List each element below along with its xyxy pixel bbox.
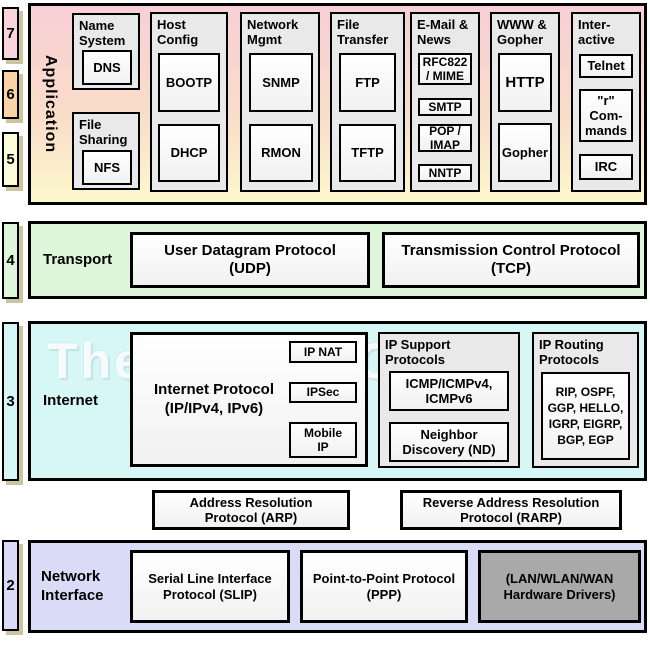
protocol-pop-imap: POP / IMAP [418,124,472,152]
group-ip-support-protocols: IP Support Protocols ICMP/ICMPv4, ICMPv6… [378,332,520,468]
layer-number-2: 2 [2,540,19,631]
protocol-ipsec: IPSec [289,382,357,403]
protocol-arp: Address Resolution Protocol (ARP) [152,490,350,530]
protocol-rmon: RMON [249,124,313,182]
layer-number-7: 7 [2,7,19,60]
protocol-routing-list: RIP, OSPF, GGP, HELLO, IGRP, EIGRP, BGP,… [541,372,630,460]
protocol-rarp: Reverse Address Resolution Protocol (RAR… [400,490,622,530]
protocol-smtp: SMTP [418,98,472,116]
protocol-slip: Serial Line Interface Protocol (SLIP) [130,550,290,623]
protocol-ppp: Point-to-Point Protocol (PPP) [300,550,468,623]
protocol-gopher: Gopher [498,123,552,182]
protocol-tcp: Transmission Control Protocol (TCP) [382,232,640,288]
protocol-neighbor-discovery: Neighbor Discovery (ND) [389,422,509,462]
protocol-nfs: NFS [82,150,132,185]
protocol-dns: DNS [82,50,132,85]
protocol-udp: User Datagram Protocol (UDP) [130,232,370,288]
protocol-ip-label: Internet Protocol (IP/IPv4, IPv6) [153,380,274,417]
group-title: E-Mail & News [417,17,469,48]
protocol-dhcp: DHCP [158,124,220,182]
group-title: Host Config [157,17,199,48]
group-interactive: Inter- active Telnet "r" Com- mands IRC [571,12,641,192]
group-title: Name System [79,18,126,49]
protocol-ftp: FTP [339,53,396,112]
group-www-gopher: WWW & Gopher HTTP Gopher [490,12,560,192]
group-ip-routing-protocols: IP Routing Protocols RIP, OSPF, GGP, HEL… [532,332,639,468]
application-layer-label: Application [42,54,59,154]
layer-number-5: 5 [2,132,19,187]
protocol-mobile-ip: Mobile IP [289,422,357,458]
protocol-rfc822-mime: RFC822 / MIME [418,53,472,85]
network-interface-layer-band: Network Interface Serial Line Interface … [28,540,647,633]
protocol-tftp: TFTP [339,124,396,182]
protocol-icmp: ICMP/ICMPv4, ICMPv6 [389,371,509,411]
group-email-news: E-Mail & News RFC822 / MIME SMTP POP / I… [410,12,480,192]
group-file-transfer: File Transfer FTP TFTP [330,12,405,192]
group-host-config: Host Config BOOTP DHCP [150,12,228,192]
network-interface-layer-label: Network Interface [41,567,104,604]
hardware-drivers-box: (LAN/WLAN/WAN Hardware Drivers) [478,550,641,623]
group-title: File Transfer [337,17,389,48]
protocol-irc: IRC [579,154,633,180]
protocol-bootp: BOOTP [158,53,220,112]
group-title: Inter- active [578,17,615,48]
protocol-snmp: SNMP [249,53,313,112]
protocol-r-commands: "r" Com- mands [579,89,633,142]
protocol-telnet: Telnet [579,54,633,78]
group-file-sharing: File Sharing NFS [72,112,140,190]
transport-layer-label: Transport [43,250,113,268]
protocol-ip-box: Internet Protocol (IP/IPv4, IPv6) IP NAT… [130,332,368,467]
protocol-ip-nat: IP NAT [289,341,357,363]
layer-number-3: 3 [2,322,19,481]
transport-layer-band: Transport User Datagram Protocol (UDP) T… [28,221,647,299]
protocol-http: HTTP [498,53,552,112]
group-title: WWW & Gopher [497,17,547,48]
internet-layer-label: Internet [43,391,99,409]
group-network-mgmt: Network Mgmt SNMP RMON [240,12,320,192]
protocol-nntp: NNTP [418,164,472,182]
group-title: File Sharing [79,117,128,148]
layer-number-6: 6 [2,70,19,119]
internet-layer-band: The TCP/IP Guide Internet Internet Proto… [28,321,647,481]
group-title: IP Support Protocols [385,337,451,368]
group-title: Network Mgmt [247,17,299,48]
layer-number-4: 4 [2,222,19,299]
application-layer-band: Application Name System DNS File Sharing… [28,3,647,205]
group-title: IP Routing Protocols [539,337,604,368]
group-name-system: Name System DNS [72,13,140,90]
